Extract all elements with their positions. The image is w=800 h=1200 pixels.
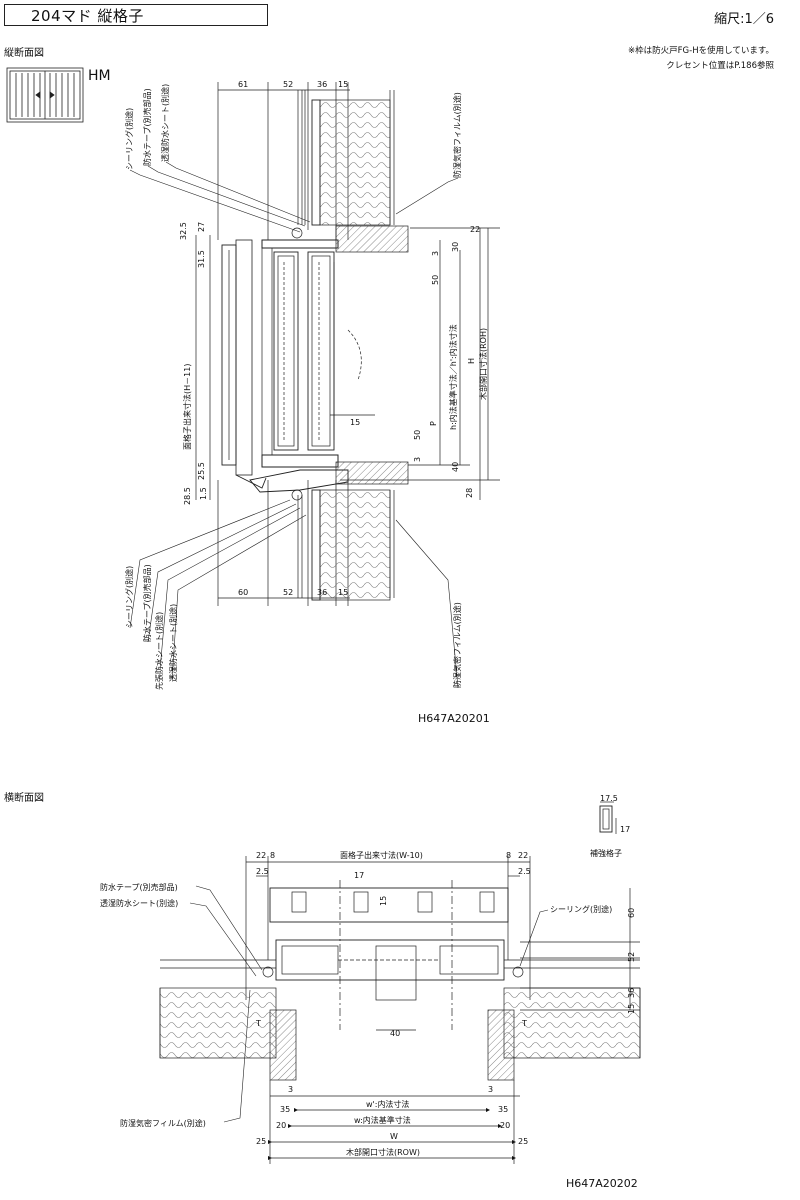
vertical-section-heading: 縦断面図: [4, 48, 44, 59]
h-dim-w-prime: w':内法寸法: [366, 1099, 409, 1109]
v-bottom-callout-leaders: [129, 499, 459, 689]
v-right-dim-28: 28: [465, 488, 474, 498]
h-bottom-dim-20-left: 20: [276, 1121, 286, 1130]
window-type-icon: [6, 67, 84, 123]
v-left-dim-28-5: 28.5: [183, 487, 192, 505]
h-top-dim-8-left: 8: [270, 851, 275, 860]
h-right-dim-15: 15: [627, 1004, 636, 1014]
h-bottom-dim-40: 40: [390, 1029, 400, 1038]
page-title: 204マド 縦格子: [4, 4, 268, 26]
v-left-dim-32-5: 32.5: [179, 222, 188, 240]
h-top-dim-17: 17: [354, 871, 364, 880]
h-callout-sheet: 透湿防水シート(別途): [100, 898, 178, 908]
v-right-dim-3-top: 3: [431, 251, 440, 256]
v-callout-tape-top: 防水テープ(別売部品): [142, 88, 152, 166]
v-dim-P: P: [429, 421, 438, 426]
h-right-dim-36: 36: [627, 988, 636, 998]
v-callout-presheet-bottom: 先張防水シート(別途): [154, 612, 164, 690]
h-callout-tape: 防水テープ(別売部品): [100, 882, 178, 892]
v-right-dim-15: 15: [350, 418, 360, 427]
v-top-dim-15: 15: [338, 80, 348, 89]
v-bottom-dim-15: 15: [338, 588, 348, 597]
v-top-dim-52: 52: [283, 80, 293, 89]
h-dim-W: W: [390, 1132, 398, 1141]
h-top-dim-2-5-left: 2.5: [256, 867, 269, 876]
note-crescent: クレセント位置はP.186参照: [666, 61, 774, 71]
h-callout-leaders: [189, 885, 549, 1123]
v-callout-sealing-bottom: シーリング(別途): [124, 566, 134, 628]
v-callout-sealing-top: シーリング(別途): [124, 108, 134, 170]
h-bottom-dim-35-left: 35: [280, 1105, 290, 1114]
h-dim-T-right: T: [521, 1019, 527, 1028]
h-top-dim-22-right: 22: [518, 851, 528, 860]
v-callout-sheet-top: 透湿防水シート(別途): [160, 84, 170, 162]
v-left-dim-1-5: 1.5: [199, 487, 208, 500]
h-top-dim-8-right: 8: [506, 851, 511, 860]
h-dim-T-left: T: [255, 1019, 261, 1028]
v-bottom-dim-36: 36: [317, 588, 327, 597]
v-top-callout-leaders: [129, 161, 459, 233]
v-dim-h-inner: h:内法基準寸法／h':内法寸法: [448, 324, 458, 430]
v-right-dim-50-bottom: 50: [413, 430, 422, 440]
reinforce-grille-label: 補強格子: [590, 848, 622, 858]
h-callout-sealing: シーリング(別途): [550, 904, 612, 914]
reinforce-dim-17: 17: [620, 825, 630, 834]
v-right-dim-3-bottom: 3: [413, 457, 422, 462]
h-dim-row: 木部開口寸法(ROW): [346, 1147, 420, 1157]
h-bottom-dim-3-right: 3: [488, 1085, 493, 1094]
window-type-label: HM: [88, 68, 111, 84]
horizontal-section-heading: 横断面図: [4, 793, 44, 804]
drawing-code-vertical: H647A20201: [418, 712, 490, 725]
h-bottom-dim-25-right: 25: [518, 1137, 528, 1146]
reinforce-dim-17-5: 17.5: [600, 794, 618, 803]
vertical-section: [195, 82, 500, 606]
v-callout-sheet-bottom: 透湿防水シート(別途): [168, 604, 178, 682]
h-top-dim-22-left: 22: [256, 851, 266, 860]
v-left-dim-27: 27: [197, 222, 206, 232]
h-bottom-dim-20-right: 20: [500, 1121, 510, 1130]
h-right-dim-52: 52: [627, 952, 636, 962]
drawing-code-horizontal: H647A20202: [566, 1177, 638, 1190]
v-top-dim-36: 36: [317, 80, 327, 89]
v-callout-film-bottom: 防湿気密フィルム(別途): [452, 602, 462, 688]
h-top-dim-2-5-right: 2.5: [518, 867, 531, 876]
v-callout-film-top: 防湿気密フィルム(別途): [452, 92, 462, 178]
v-left-dim-31-5: 31.5: [197, 250, 206, 268]
v-right-dim-30: 30: [451, 242, 460, 252]
note-frame: ※枠は防火戸FG-Hを使用しています。: [628, 46, 774, 56]
h-top-dim-15: 15: [379, 896, 388, 906]
h-bottom-dim-3-left: 3: [288, 1085, 293, 1094]
scale-label: 縮尺:1／6: [714, 12, 774, 27]
v-right-dim-22: 22: [470, 225, 480, 234]
v-bottom-dim-60: 60: [238, 588, 248, 597]
v-dim-roh: 木部開口寸法(ROH): [478, 328, 488, 400]
v-top-dim-61: 61: [238, 80, 248, 89]
h-callout-film: 防湿気密フィルム(別途): [120, 1118, 206, 1128]
h-dim-w: w:内法基準寸法: [354, 1115, 411, 1125]
h-grille-width-label: 面格子出来寸法(W-10): [340, 850, 423, 860]
v-grille-height-label: 面格子出来寸法(H－11): [182, 364, 192, 450]
h-right-dim-60: 60: [627, 908, 636, 918]
h-bottom-dim-35-right: 35: [498, 1105, 508, 1114]
v-dim-H: H: [467, 358, 476, 364]
v-left-dim-25-5: 25.5: [197, 462, 206, 480]
h-bottom-dim-25-left: 25: [256, 1137, 266, 1146]
horizontal-section: [159, 801, 641, 1164]
v-right-dim-50-top: 50: [431, 275, 440, 285]
v-callout-tape-bottom: 防水テープ(別売部品): [142, 564, 152, 642]
v-bottom-dim-52: 52: [283, 588, 293, 597]
v-right-dim-40: 40: [451, 462, 460, 472]
